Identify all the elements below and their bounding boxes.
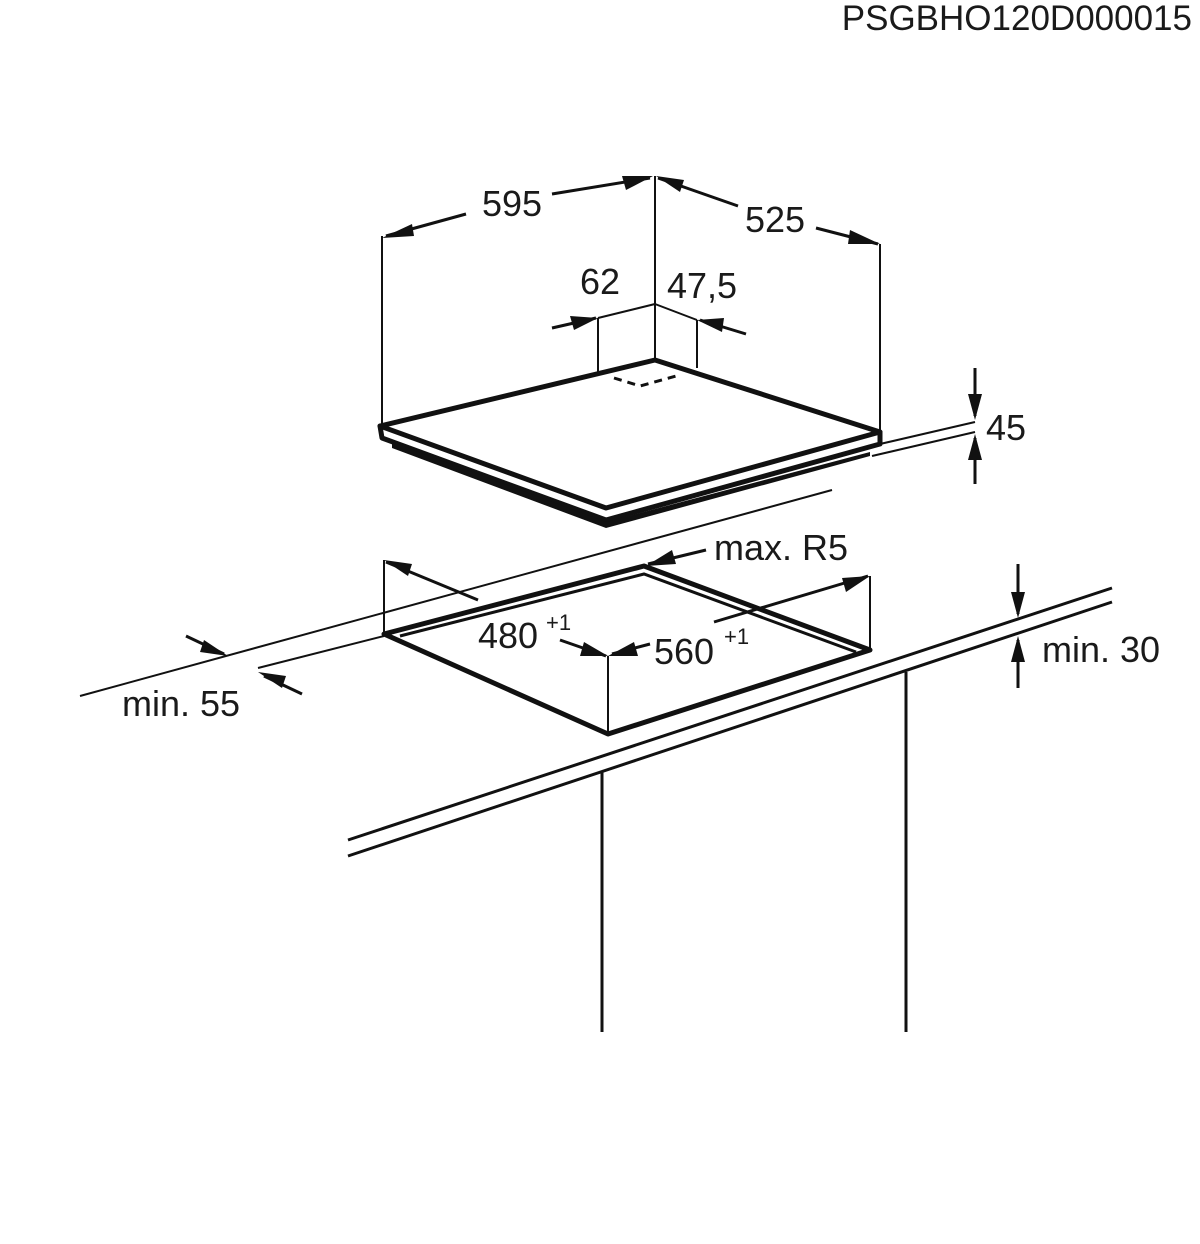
- worktop-front-edge-bottom: [347, 600, 1113, 858]
- front-distance-label: min. 55: [122, 683, 240, 724]
- dim-front-distance: min. 55: [122, 634, 303, 724]
- connector-left-label: 62: [580, 261, 620, 302]
- width-label: 595: [482, 183, 542, 224]
- cutout-inner-edge: [399, 572, 857, 654]
- hob-connector-hidden: [613, 374, 677, 388]
- worktop-drawing: [79, 489, 1113, 1032]
- cutout-width-tolerance: +1: [724, 624, 749, 649]
- dim-connector: 62 47,5: [551, 261, 747, 336]
- hob-drawing: [377, 176, 976, 528]
- depth-label: 525: [745, 199, 805, 240]
- height-ext-bottom: [871, 431, 976, 457]
- side-distance-label: min. 30: [1042, 629, 1160, 670]
- dim-depth: 525: [656, 176, 880, 246]
- worktop-back-edge: [79, 489, 833, 697]
- dim-cutout-width: 560 +1: [608, 574, 870, 672]
- height-label: 45: [986, 407, 1026, 448]
- corner-radius-label: max. R5: [714, 527, 848, 568]
- dim-height: 45: [968, 368, 1026, 484]
- height-ext-top: [879, 421, 976, 445]
- dim-cutout-depth: 480 +1: [384, 560, 608, 658]
- front-distance-ext: [257, 635, 385, 669]
- connector-top-left: [597, 303, 656, 319]
- connector-right-label: 47,5: [667, 265, 737, 306]
- dim-corner-radius: max. R5: [646, 527, 848, 568]
- document-code: PSGBHO120D000015: [842, 0, 1192, 38]
- cutout-depth-label: 480: [478, 615, 538, 656]
- cutout-depth-tolerance: +1: [546, 610, 571, 635]
- cutout-width-label: 560: [654, 631, 714, 672]
- hob-front-edge: [377, 423, 883, 523]
- dim-side-distance: min. 30: [1011, 564, 1160, 688]
- dim-width: 595: [382, 176, 653, 238]
- worktop-front-edge-top: [347, 586, 1113, 842]
- connector-top-right: [654, 303, 698, 321]
